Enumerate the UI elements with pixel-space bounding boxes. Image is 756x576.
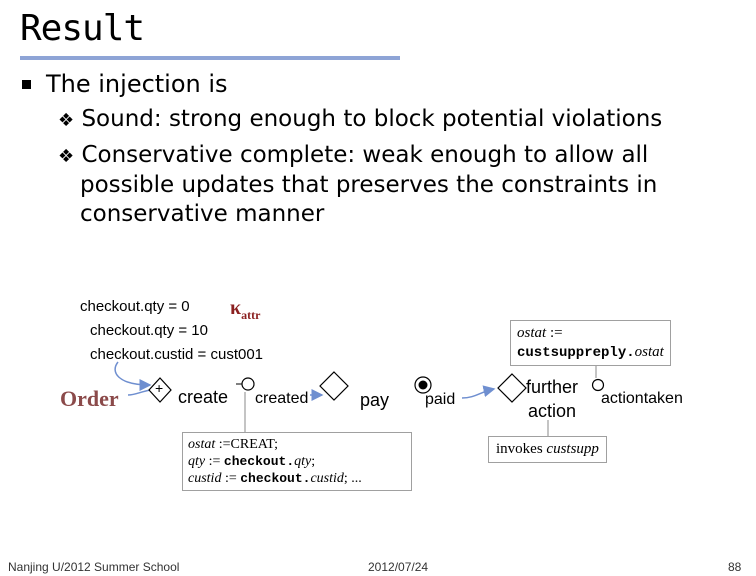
note-ostat-code: custsuppreply. (517, 345, 635, 361)
sub-bullet-conservative: ❖ Conservative complete: weak enough to … (58, 142, 648, 168)
order-label: Order (60, 386, 119, 411)
kappa-subscript: attr (241, 308, 261, 322)
create-task-diamond (148, 377, 172, 403)
annotation-arrow (114, 361, 152, 391)
plus-icon: + (155, 380, 164, 396)
annotation-qty-0: checkout.qty = 0 (80, 298, 190, 315)
further-action-diamond (497, 373, 527, 403)
note-create-creat: :=CREAT; (215, 437, 278, 452)
sub-bullet-sound-text: Sound: strong enough to block potential … (81, 106, 663, 132)
note-create-custid-field: custid (310, 471, 344, 486)
note-ostat-line2: custsuppreply.ostat (517, 342, 664, 362)
note-create-qty: qty (188, 454, 206, 469)
pay-label: pay (360, 390, 390, 410)
note-ostat-field: ostat (634, 344, 664, 360)
sub-bullet-cont-1: possible updates that preserves the cons… (80, 172, 658, 198)
further-action-label: further action (526, 375, 578, 423)
note-create-checkout: checkout. (223, 454, 295, 469)
note-create-qty-field: qty (294, 454, 312, 469)
note-create-line3: custid := checkout.custid; ... (188, 470, 406, 487)
footer-page-number: 88 (728, 560, 742, 574)
note-ostat-line1: ostat := (517, 324, 664, 342)
note-create-line1: ostat :=CREAT; (188, 436, 406, 453)
annotation-custid: checkout.custid = cust001 (90, 346, 264, 363)
sub-bullet-cont-2: conservative manner (80, 201, 325, 227)
kappa-attr-label: κattr (230, 297, 260, 323)
note-invokes: invokes custsupp (488, 436, 607, 463)
further-action-line-1: further (526, 377, 579, 397)
note-create-custid: custid (188, 471, 222, 486)
actiontaken-event-circle (591, 378, 605, 392)
note-invokes-target: custsupp (546, 441, 599, 457)
annotation-qty-10: checkout.qty = 10 (90, 322, 208, 339)
sub-bullet-conservative-text: Conservative complete: weak enough to al… (81, 142, 649, 168)
page-title: Result (20, 8, 145, 49)
main-bullet-text: The injection is (46, 70, 228, 98)
note-create-ostat: ostat (188, 437, 216, 452)
create-label: create (178, 387, 229, 407)
note-create-assign: := (205, 454, 224, 469)
paid-label: paid (425, 391, 456, 408)
sub-bullet-sound: ❖ Sound: strong enough to block potentia… (58, 106, 662, 132)
note-ostat-assign: := (546, 325, 563, 341)
note-ostat-var: ostat (517, 325, 547, 341)
kappa-symbol: κ (230, 297, 242, 319)
diamond-bullet-icon: ❖ (58, 110, 75, 131)
note-create-semicolon: ; (311, 454, 316, 469)
note-create-checkout: checkout. (240, 471, 311, 486)
created-event-circle (241, 377, 255, 391)
note-create-ellipsis: ; ... (343, 471, 362, 486)
actiontaken-label: actiontaken (601, 390, 683, 407)
further-action-line-2: action (527, 401, 577, 421)
note-ostat: ostat := custsuppreply.ostat (510, 320, 671, 366)
title-underline (20, 56, 400, 60)
note-invokes-text: invokes (496, 441, 547, 457)
footer-school: Nanjing U/2012 Summer School (8, 560, 180, 574)
pay-task-diamond (319, 371, 349, 401)
note-create: ostat :=CREAT; qty := checkout.qty; cust… (182, 432, 412, 491)
created-label: created (255, 390, 309, 407)
footer-date: 2012/07/24 (368, 560, 429, 574)
note-create-line2: qty := checkout.qty; (188, 453, 406, 470)
bullet-square-icon (22, 80, 31, 89)
note-create-assign: := (221, 471, 241, 486)
diamond-bullet-icon: ❖ (58, 146, 75, 167)
